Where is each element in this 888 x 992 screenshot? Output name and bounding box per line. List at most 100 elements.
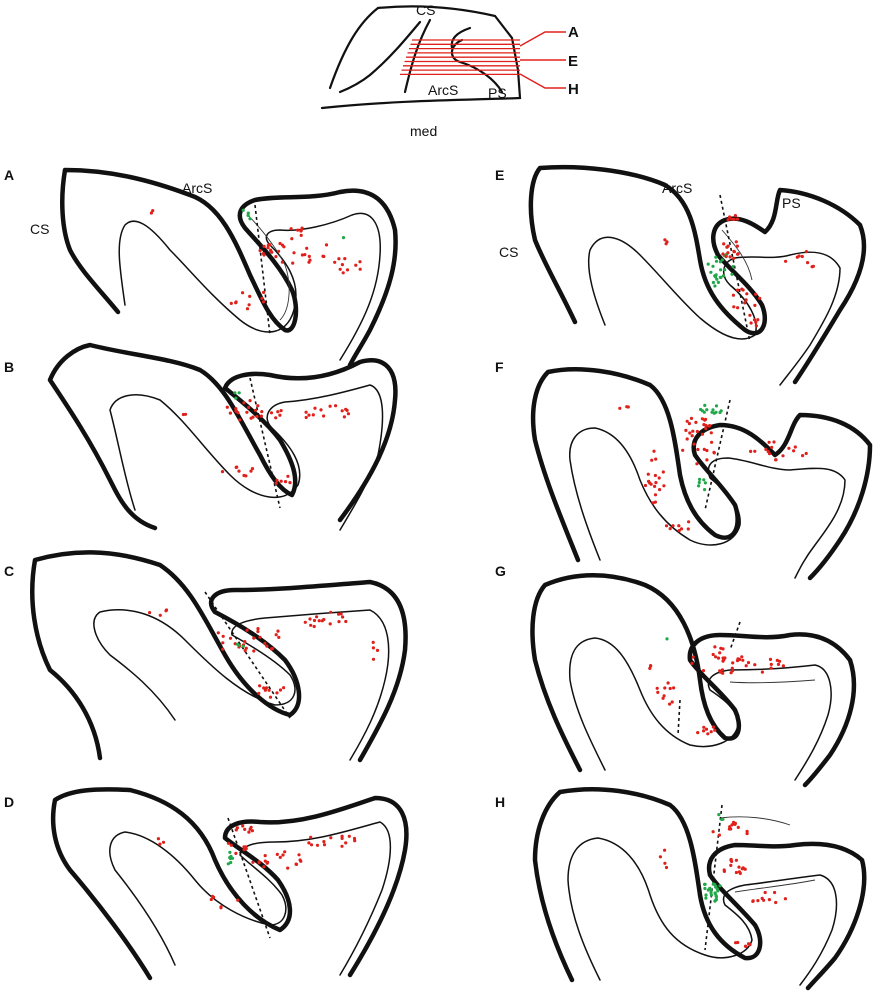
green-cell bbox=[713, 284, 717, 288]
red-cell bbox=[702, 729, 706, 733]
red-cell bbox=[691, 655, 695, 659]
red-cell bbox=[221, 641, 225, 645]
red-cell bbox=[728, 215, 732, 219]
red-cell bbox=[773, 890, 777, 895]
red-cell bbox=[787, 446, 791, 450]
red-cell bbox=[724, 254, 728, 258]
panel-a: A CS ArcS bbox=[4, 167, 398, 368]
red-cell bbox=[341, 271, 345, 275]
green-cell bbox=[709, 270, 713, 274]
red-cell bbox=[340, 836, 344, 841]
red-cell bbox=[769, 666, 773, 670]
red-cell bbox=[704, 427, 708, 431]
red-cell bbox=[283, 850, 287, 854]
red-cell bbox=[352, 836, 357, 841]
panel-letter: E bbox=[495, 167, 504, 183]
green-cell bbox=[704, 896, 708, 900]
green-cell bbox=[723, 268, 727, 272]
panel-c: C bbox=[4, 550, 408, 763]
green-cell bbox=[714, 404, 719, 408]
red-cell bbox=[690, 434, 694, 438]
red-cell bbox=[768, 657, 773, 662]
green-cell bbox=[241, 208, 245, 212]
green-cell bbox=[719, 409, 723, 413]
red-cell bbox=[696, 731, 700, 735]
red-cell bbox=[324, 243, 329, 247]
red-cell bbox=[341, 615, 345, 619]
labeled-cells bbox=[148, 608, 380, 699]
red-cell bbox=[668, 702, 672, 706]
red-cell bbox=[340, 263, 344, 267]
red-cell bbox=[158, 842, 162, 846]
red-cell bbox=[732, 217, 736, 221]
red-cell bbox=[681, 448, 685, 452]
red-cell bbox=[262, 865, 266, 869]
red-cell bbox=[257, 861, 261, 865]
area-border bbox=[719, 194, 751, 343]
green-cell bbox=[717, 813, 721, 817]
labeled-cells bbox=[149, 208, 362, 311]
red-cell bbox=[333, 260, 337, 264]
red-cell bbox=[792, 449, 796, 453]
red-cell bbox=[290, 237, 294, 241]
red-cell bbox=[307, 413, 311, 417]
red-cell bbox=[646, 472, 650, 476]
red-cell bbox=[340, 409, 344, 413]
red-cell bbox=[709, 431, 713, 435]
red-cell bbox=[784, 259, 788, 263]
green-cell bbox=[713, 899, 717, 903]
red-cell bbox=[740, 655, 744, 659]
red-cell bbox=[209, 897, 213, 902]
inner-contour bbox=[118, 212, 381, 361]
red-cell bbox=[731, 661, 735, 665]
red-cell bbox=[685, 419, 689, 423]
red-cell bbox=[243, 649, 247, 653]
red-cell bbox=[661, 470, 665, 474]
green-cell bbox=[228, 850, 232, 855]
red-cell bbox=[772, 440, 776, 444]
panel-letter: G bbox=[495, 563, 506, 579]
red-cell bbox=[722, 242, 726, 246]
red-cell bbox=[653, 493, 658, 497]
red-cell bbox=[652, 449, 656, 453]
red-cell bbox=[753, 449, 757, 453]
green-cell bbox=[711, 264, 715, 268]
red-cell bbox=[730, 666, 734, 670]
red-cell bbox=[322, 414, 326, 418]
red-cell bbox=[668, 527, 672, 531]
area-border bbox=[249, 377, 281, 509]
red-cell bbox=[221, 634, 225, 638]
red-cell bbox=[734, 240, 738, 244]
red-cell bbox=[216, 631, 220, 635]
red-cell bbox=[286, 474, 290, 478]
red-cell bbox=[730, 217, 734, 221]
red-cell bbox=[685, 437, 689, 441]
red-cell bbox=[258, 684, 262, 688]
red-cell bbox=[309, 843, 314, 847]
layer-line bbox=[721, 229, 753, 281]
green-cell bbox=[720, 258, 725, 262]
red-cell bbox=[261, 300, 266, 304]
red-cell bbox=[694, 420, 698, 424]
red-cell bbox=[226, 841, 231, 845]
inner-contour bbox=[93, 609, 390, 761]
red-cell bbox=[311, 413, 315, 417]
red-cell bbox=[718, 670, 723, 674]
red-cell bbox=[679, 527, 684, 531]
red-cell bbox=[781, 454, 785, 458]
red-cell bbox=[322, 843, 327, 847]
red-cell bbox=[344, 619, 348, 624]
red-cell bbox=[738, 657, 742, 662]
red-cell bbox=[654, 457, 658, 461]
red-cell bbox=[229, 843, 233, 847]
red-cell bbox=[303, 620, 307, 624]
red-cell bbox=[245, 628, 249, 632]
key-marker-e: E bbox=[568, 53, 578, 70]
key-label-cs: CS bbox=[416, 2, 435, 18]
red-cell bbox=[243, 640, 247, 644]
red-cell bbox=[245, 410, 249, 414]
red-cell bbox=[719, 646, 723, 650]
red-cell bbox=[236, 898, 240, 902]
red-cell bbox=[769, 662, 773, 667]
outer-contour bbox=[30, 550, 408, 763]
